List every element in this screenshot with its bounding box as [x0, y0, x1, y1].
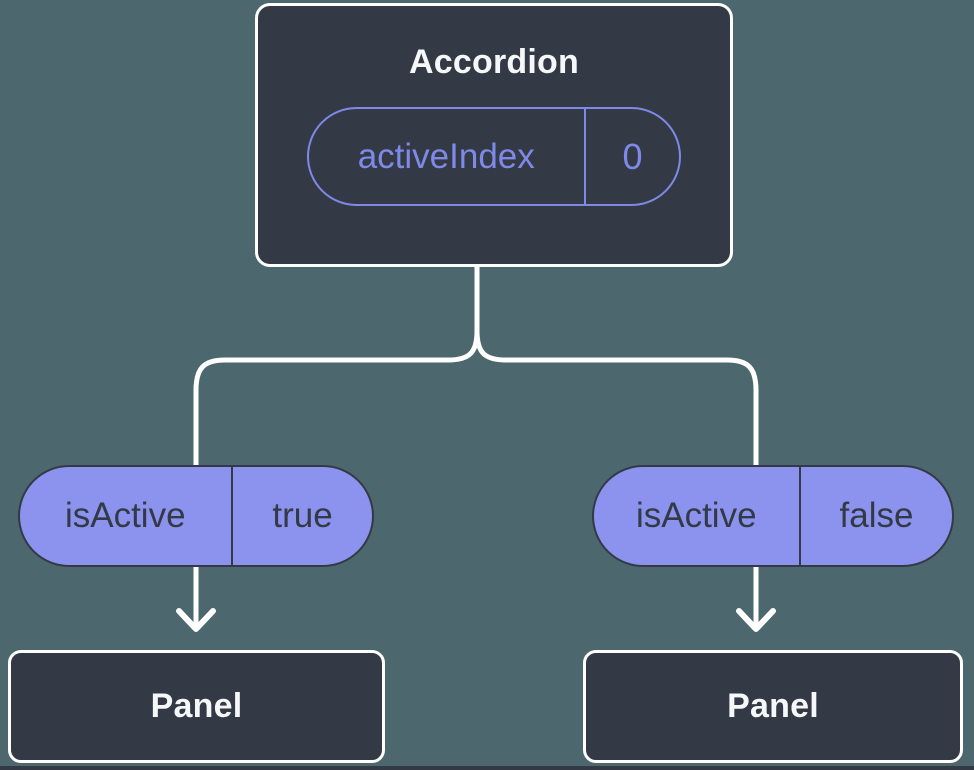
prop-pill-right: isActive false	[592, 465, 954, 567]
arrowhead-right-icon	[736, 608, 776, 632]
state-pill-divider	[583, 109, 586, 204]
panel-node-left: Panel	[8, 650, 385, 763]
state-name: activeIndex	[357, 136, 535, 176]
arrowhead-left-icon	[176, 608, 216, 632]
bottom-strip	[0, 766, 974, 770]
panel-node-right: Panel	[583, 650, 963, 763]
prop-pill-right-divider	[798, 467, 801, 565]
connector-branch-right	[474, 328, 759, 629]
panel-title-right: Panel	[727, 687, 819, 725]
prop-name-right: isActive	[635, 496, 757, 535]
prop-value-right: false	[839, 496, 914, 535]
prop-name-left: isActive	[64, 496, 186, 535]
accordion-title: Accordion	[409, 43, 579, 81]
state-value: 0	[622, 135, 643, 177]
prop-pill-left-divider	[230, 467, 233, 565]
state-pill: activeIndex 0	[307, 107, 681, 206]
prop-pill-left: isActive true	[18, 465, 374, 567]
accordion-node: Accordion activeIndex 0	[255, 3, 733, 267]
prop-value-left: true	[272, 496, 333, 535]
panel-title-left: Panel	[150, 687, 243, 725]
connector-branch-left	[193, 328, 480, 629]
